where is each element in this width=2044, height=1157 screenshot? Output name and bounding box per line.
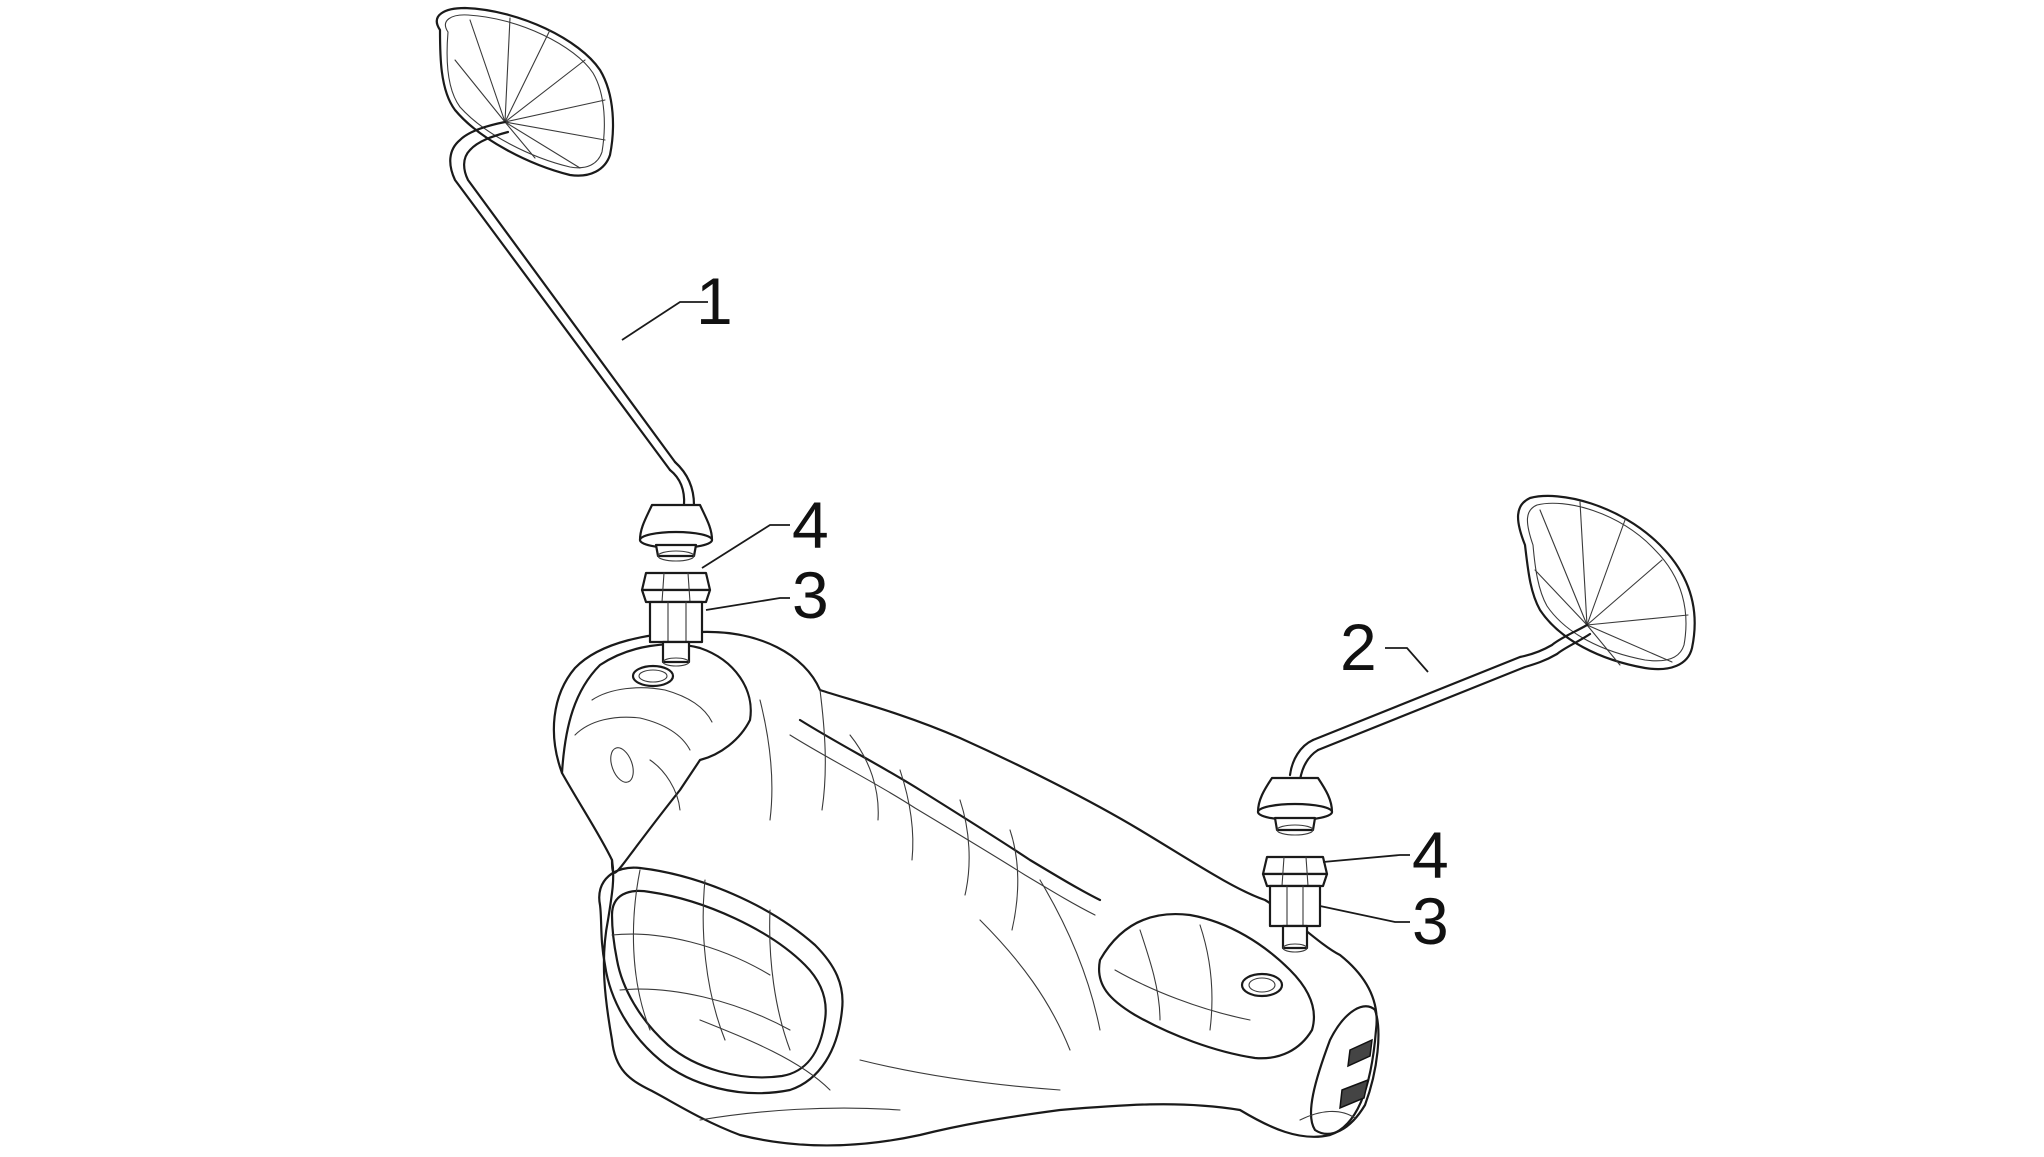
- callout-right-mirror: 2: [1340, 610, 1377, 684]
- right-adapter: [1268, 884, 1322, 953]
- callout-right-nut: 4: [1412, 818, 1449, 892]
- callout-left-nut: 4: [792, 488, 829, 562]
- right-mirror: [1256, 494, 1696, 836]
- leader-lines: [621, 301, 1429, 923]
- callout-left-mirror: 1: [696, 264, 733, 338]
- left-nut: [640, 571, 712, 604]
- callout-left-adapter: 3: [792, 558, 829, 632]
- left-adapter: [648, 600, 704, 667]
- left-mirror: [435, 6, 714, 562]
- callout-right-adapter: 3: [1412, 884, 1449, 958]
- handlebar-cover: [552, 630, 1380, 1147]
- right-nut: [1261, 855, 1329, 888]
